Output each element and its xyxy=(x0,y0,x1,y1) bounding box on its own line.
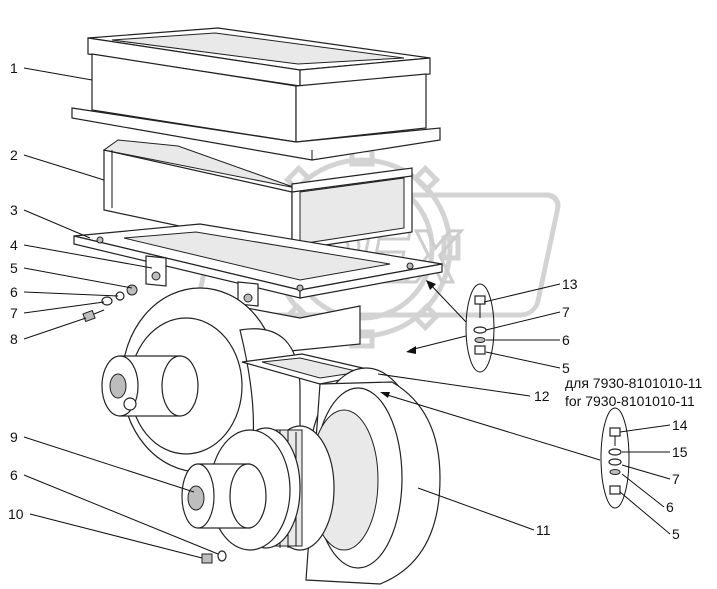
callout-6-right: 6 xyxy=(562,332,570,348)
fasteners-left-group xyxy=(82,284,138,323)
fastener-set-variant xyxy=(600,407,630,509)
part-2-middle-duct xyxy=(102,139,413,251)
callout-15: 15 xyxy=(672,444,688,460)
callout-13: 13 xyxy=(562,276,578,292)
callout-5-variant: 5 xyxy=(672,526,680,542)
part-9-motor xyxy=(181,429,291,551)
part-4-bracket xyxy=(145,255,259,307)
callout-11: 11 xyxy=(536,522,551,538)
part-1-top-duct xyxy=(71,27,441,161)
callout-8: 8 xyxy=(10,331,18,347)
callout-14: 14 xyxy=(672,417,688,433)
fasteners-lower-group xyxy=(201,550,227,564)
callout-12: 12 xyxy=(534,388,550,404)
callout-7-variant: 7 xyxy=(672,471,680,487)
part-11-fan-housing xyxy=(305,367,441,585)
callout-2: 2 xyxy=(10,147,18,163)
callout-6: 6 xyxy=(10,284,18,300)
variant-note-en: for 7930-8101010-11 xyxy=(565,393,695,409)
callout-5: 5 xyxy=(10,260,18,276)
callout-6-variant: 6 xyxy=(666,499,674,515)
callout-6-lower: 6 xyxy=(10,467,18,483)
variant-note-ru: для 7930-8101010-11 xyxy=(565,375,703,391)
callout-7-right: 7 xyxy=(562,304,570,320)
callout-10: 10 xyxy=(8,506,24,522)
callout-1: 1 xyxy=(10,60,18,76)
leader-lines xyxy=(23,67,671,559)
callout-9: 9 xyxy=(10,429,18,445)
callout-5-right: 5 xyxy=(562,360,570,376)
fastener-set-13 xyxy=(465,283,495,373)
callout-3: 3 xyxy=(10,202,18,218)
callout-labels: 1 2 3 4 5 6 7 8 9 6 10 11 12 13 7 6 5 14… xyxy=(8,60,688,542)
callout-7: 7 xyxy=(10,305,18,321)
callout-4: 4 xyxy=(10,237,18,253)
